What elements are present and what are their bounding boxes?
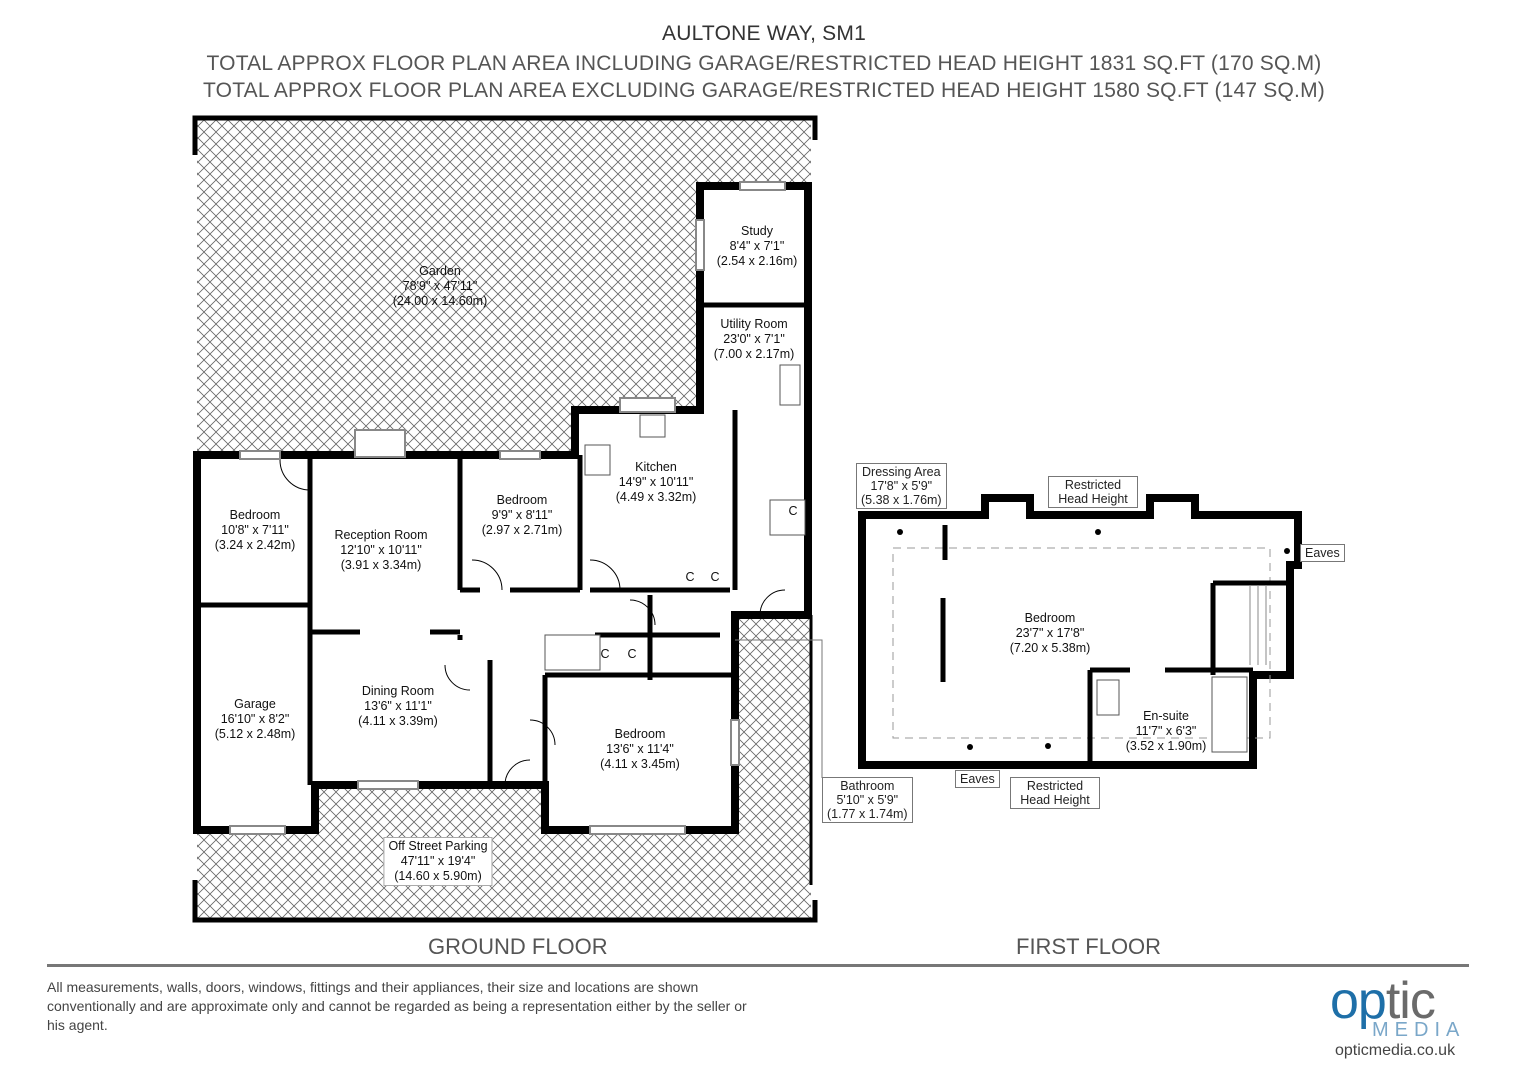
- website-url: opticmedia.co.uk: [1335, 1042, 1456, 1059]
- footer-divider: [47, 964, 1469, 967]
- area-including: TOTAL APPROX FLOOR PLAN AREA INCLUDING G…: [206, 52, 1322, 75]
- first-floor-outline: [858, 494, 1302, 769]
- restricted-head-height-bottom: Restricted Head Height: [1010, 777, 1100, 809]
- cupboard-label: C: [685, 570, 695, 584]
- ground-floor-label: GROUND FLOOR: [428, 934, 608, 959]
- eaves-label-right: Eaves: [1300, 544, 1345, 562]
- restricted-head-height-top: Restricted Head Height: [1048, 476, 1138, 508]
- house-outline: [193, 182, 812, 834]
- optic-media-logo: optic MEDIA opticmedia.co.uk: [1330, 972, 1466, 1059]
- interior-walls: [197, 302, 808, 785]
- area-excluding: TOTAL APPROX FLOOR PLAN AREA EXCLUDING G…: [203, 79, 1325, 102]
- cupboard-label: C: [627, 647, 637, 661]
- cupboard-label: C: [710, 570, 720, 584]
- first-floor-label: FIRST FLOOR: [1016, 934, 1162, 959]
- cupboard-label: C: [788, 504, 798, 518]
- eaves-label-bottom: Eaves: [955, 770, 1000, 788]
- plan-title: AULTONE WAY, SM1: [662, 22, 866, 45]
- disclaimer: All measurements, walls, doors, windows,…: [47, 979, 747, 1033]
- cupboard-label: C: [600, 647, 610, 661]
